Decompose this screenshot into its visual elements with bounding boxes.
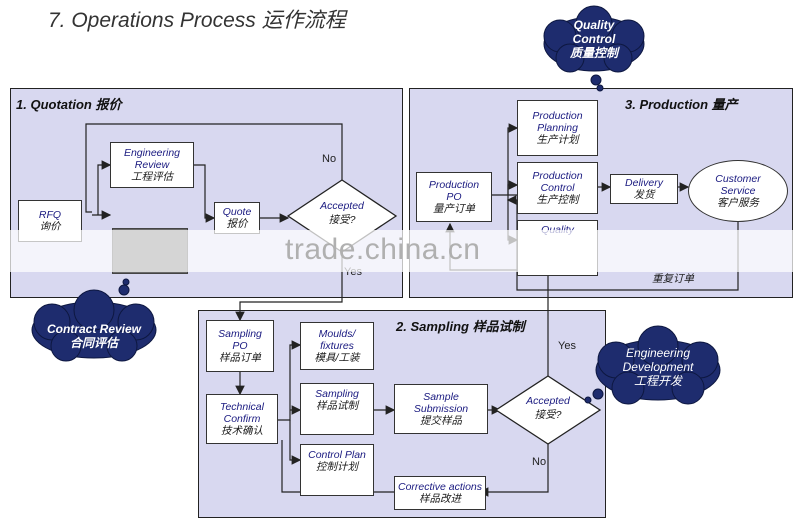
sampling-yes-label: Yes [558,340,576,352]
sample-submission-label-2: Submission [413,403,469,415]
production-title: 3. Production 量产 [625,97,738,112]
quote-box: Quote 报价 [214,202,260,234]
engineering-review-label-1: Engineering [123,147,181,159]
engineering-development-line-2: Development [622,360,694,374]
sampling-trial-box: Sampling 样品试制 [300,383,374,435]
rfq-label: RFQ [38,209,62,221]
technical-confirm-label-2: Confirm [223,413,261,425]
control-plan-label-cn: 控制计划 [316,461,358,473]
sampling-accepted-label-cn: 接受? [534,409,562,421]
engineering-development-line-1: Engineering [625,346,691,360]
watermark-band [0,230,800,272]
corrective-actions-label: Corrective actions [397,481,483,493]
control-plan-label: Control Plan [308,449,366,461]
engineering-development-cloud-text: Engineering Development 工程开发 [612,346,704,388]
production-control-box: Production Control 生产控制 [517,162,598,214]
quote-label: Quote [222,206,252,218]
delivery-box: Delivery 发货 [610,174,678,204]
sampling-trial-label: Sampling [315,388,359,400]
customer-service-label-2: Service [720,185,756,197]
sampling-no-label: No [532,456,547,468]
moulds-label-1: Moulds/ [318,328,356,340]
sampling-po-box: Sampling PO 样品订单 [206,320,274,372]
contract-review-cloud [31,278,157,362]
sampling-decision-diamond [494,375,602,445]
sampling-trial-label-cn: 样品试制 [316,400,358,412]
quote-label-cn: 报价 [226,218,248,230]
engineering-review-label-2: Review [134,159,170,171]
quotation-no-label: No [322,153,337,165]
production-planning-box: Production Planning 生产计划 [517,100,598,156]
moulds-label-2: fixtures [320,340,354,352]
engineering-development-line-cn: 工程开发 [633,374,682,388]
production-control-label-2: Control [540,182,575,194]
technical-confirm-label-1: Technical [220,401,264,413]
sampling-accepted-text: Accepted 接受? [506,394,590,422]
production-control-label-1: Production [532,170,583,182]
contract-review-cloud-text: Contract Review 合同评估 [44,322,144,350]
quotation-accepted-label: Accepted [320,200,364,212]
sampling-po-label-1: Sampling [218,328,262,340]
production-planning-label-cn: 生产计划 [536,134,579,146]
contract-review-line-cn: 合同评估 [69,336,118,350]
production-planning-label-1: Production [532,110,583,122]
production-po-box: Production PO 量产订单 [416,172,492,222]
production-control-label-cn: 生产控制 [536,194,579,206]
engineering-review-box: Engineering Review 工程评估 [110,142,194,188]
sampling-title: 2. Sampling 样品试制 [396,319,525,334]
watermark-text: trade.china.cn [285,233,481,266]
quotation-accepted-text: Accepted 接受? [300,199,384,227]
engineering-development-cloud [584,325,721,405]
production-po-label-1: Production [428,179,480,191]
quality-control-cloud [543,5,645,92]
moulds-label-cn: 模具/工装 [314,352,360,364]
reorder-label: 重复订单 [652,273,694,285]
production-po-label-cn: 量产订单 [433,203,475,215]
sampling-accepted-label: Accepted [526,395,570,407]
quality-control-line-2: Control [572,32,616,46]
sample-submission-box: Sample Submission 提交样品 [394,384,488,434]
customer-service-box: Customer Service 客户服务 [688,160,788,222]
delivery-label-cn: 发货 [633,189,655,201]
moulds-fixtures-box: Moulds/ fixtures 模具/工装 [300,322,374,370]
customer-service-label-1: Customer [715,173,761,185]
delivery-label: Delivery [625,177,663,189]
control-plan-box: Control Plan 控制计划 [300,444,374,496]
production-planning-label-2: Planning [537,122,578,134]
engineering-review-label-cn: 工程评估 [131,171,173,183]
sampling-po-label-2: PO [232,340,248,352]
quotation-accepted-label-cn: 接受? [328,214,356,226]
quality-control-line-cn: 质量控制 [569,46,618,60]
contract-review-line-1: Contract Review [46,322,142,336]
quality-control-line-1: Quality [573,18,615,32]
technical-confirm-label-cn: 技术确认 [221,425,263,437]
corrective-actions-label-cn: 样品改进 [419,493,461,505]
page-title: 7. Operations Process 运作流程 [48,9,346,32]
sample-submission-label-cn: 提交样品 [420,415,462,427]
technical-confirm-box: Technical Confirm 技术确认 [206,394,278,444]
corrective-actions-box: Corrective actions 样品改进 [394,476,486,510]
sampling-po-label-cn: 样品订单 [219,352,261,364]
production-po-label-2: PO [446,191,462,203]
quotation-title: 1. Quotation 报价 [16,97,122,112]
sample-submission-label-1: Sample [423,391,459,403]
customer-service-label-cn: 客户服务 [717,197,759,209]
quality-control-cloud-text: Quality Control 质量控制 [554,18,634,60]
